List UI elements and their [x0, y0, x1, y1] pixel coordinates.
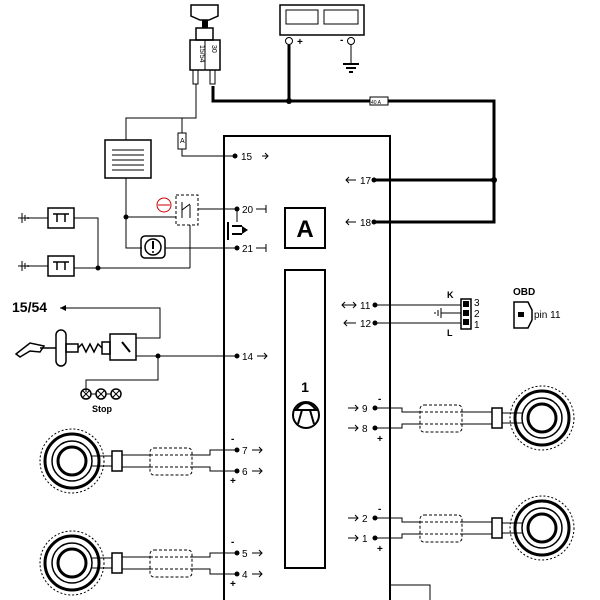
battery-symbol [279, 4, 365, 45]
small-fuse-label: A [180, 138, 185, 145]
ecu-module-label: 1 [301, 379, 309, 395]
pin-7-polarity: - [231, 434, 234, 445]
pin-6-label: 6 [242, 467, 248, 478]
switch-1-contacts [53, 213, 69, 222]
red-marker [156, 197, 172, 213]
pin-20-label: 20 [242, 205, 254, 216]
left-sensor-upper: - 7 + 6 [39, 428, 263, 494]
small-fuse [177, 132, 187, 150]
pin-8-polarity: + [377, 434, 383, 445]
ecu-side-tab [389, 584, 431, 600]
stop-label: Stop [92, 404, 112, 414]
obd-n3-label: 3 [474, 298, 480, 309]
output-15-54-label: 15/54 [12, 299, 47, 315]
ignition-15-54-label: 15/54 [198, 45, 205, 63]
warning-light-icon [140, 235, 166, 259]
pin-8-label: 8 [362, 424, 368, 435]
ignition-30-label: 30 [210, 45, 217, 53]
obd-l-label: L [447, 328, 453, 338]
main-fuse [369, 96, 389, 106]
main-fuse-label: 40 A [371, 100, 382, 106]
lamp-icon [292, 401, 320, 429]
pin-1-label: 1 [362, 534, 368, 545]
obd-n1-label: 1 [474, 320, 480, 331]
relay-lines [112, 149, 144, 171]
obd-k-label: K [447, 290, 454, 300]
pin-14-label: 14 [242, 352, 254, 363]
pin-5-polarity: - [231, 537, 234, 548]
ecu-label-a-box [284, 207, 326, 249]
obd-section: 11 12 K L 3 2 1 OBD pin 11 [341, 287, 561, 338]
right-top-pins: 17 18 [345, 176, 377, 229]
ecu-inner-module [284, 269, 326, 569]
ground-switch-1-icon [18, 213, 48, 223]
battery-plus-label: + [297, 37, 303, 48]
pin-2-label: 2 [362, 514, 368, 525]
pin-2-polarity: - [378, 504, 381, 515]
left-pins: 15 20 21 14 [232, 152, 269, 363]
battery-minus-label: - [340, 35, 343, 46]
pin-6-polarity: + [230, 476, 236, 487]
output-transistor-icon [227, 209, 248, 240]
pin-18-label: 18 [360, 218, 372, 229]
ignition-terminals [192, 69, 216, 85]
obd-connector [460, 298, 472, 330]
left-switch-2 [47, 255, 75, 277]
brake-pedal-icon [14, 329, 111, 367]
pin-5-label: 5 [242, 549, 248, 560]
sensor-switch-icon [181, 202, 191, 218]
obd-title: OBD [513, 287, 535, 298]
ecu-label-a: A [296, 216, 313, 243]
pin-12-label: 12 [360, 319, 372, 330]
obd-pin-label: pin 11 [534, 310, 561, 321]
pin-9-polarity: - [378, 394, 381, 405]
ignition-key-icon [190, 4, 219, 41]
relay-box [104, 139, 152, 179]
obd-ground-icon [434, 308, 461, 318]
right-sensor-lower: 2 - 1 + [348, 495, 575, 561]
ecu-box [223, 135, 391, 600]
brake-switch [109, 333, 137, 361]
sensor-dashed-box [175, 194, 199, 226]
obd-plug-icon [513, 301, 533, 329]
pin-4-polarity: + [230, 579, 236, 590]
obd-n2-label: 2 [474, 309, 480, 320]
pin-9-label: 9 [362, 404, 368, 415]
left-sensor-lower: - 5 + 4 [39, 530, 263, 596]
pin-15-label: 15 [241, 152, 253, 163]
pin-21-label: 21 [242, 244, 254, 255]
pin-11-label: 11 [360, 301, 371, 312]
left-switch-1 [47, 207, 75, 229]
ground-icon [343, 45, 359, 73]
pin-1-polarity: + [377, 544, 383, 555]
switch-2-contacts [53, 261, 69, 270]
ground-switch-2-icon [18, 261, 48, 271]
pin-4-label: 4 [242, 570, 248, 581]
stop-lamps-icon [80, 388, 122, 400]
pin-7-label: 7 [242, 446, 248, 457]
pin-17-label: 17 [360, 176, 372, 187]
right-sensor-upper: 9 - 8 + [348, 385, 575, 451]
